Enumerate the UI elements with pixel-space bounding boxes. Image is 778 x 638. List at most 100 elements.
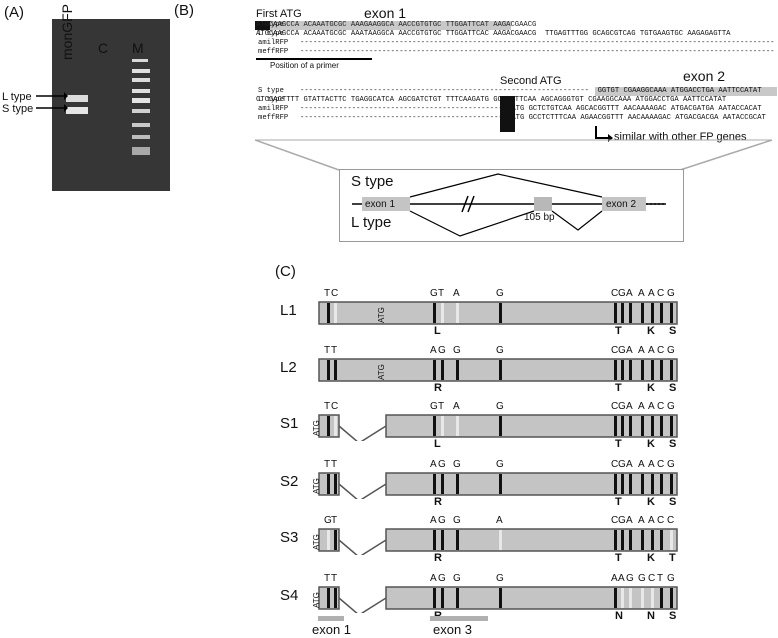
nucleotide-label: T bbox=[657, 573, 664, 584]
band-label-s-type: S type bbox=[2, 103, 34, 115]
nucleotide-label: G bbox=[453, 345, 461, 356]
variant-mark bbox=[629, 303, 632, 323]
amino-acid-label: N bbox=[615, 610, 623, 622]
primer-line bbox=[256, 58, 372, 60]
nucleotide-label: G bbox=[438, 573, 446, 584]
nucleotide-label: G bbox=[496, 573, 504, 584]
second-atg-label: Second ATG bbox=[500, 75, 562, 87]
nucleotide-label: T bbox=[331, 345, 338, 356]
s-type-splice bbox=[409, 173, 603, 198]
variant-mark bbox=[441, 588, 444, 608]
transcript-bar bbox=[318, 358, 678, 382]
transcript-s3 bbox=[318, 528, 678, 555]
variant-mark bbox=[334, 588, 337, 608]
splice-junction bbox=[338, 597, 387, 613]
nucleotide-label: G bbox=[496, 345, 504, 356]
seq-name-s2: S type bbox=[258, 87, 284, 95]
inset-exon1: exon 1 bbox=[365, 199, 396, 210]
nucleotide-label: T bbox=[324, 573, 331, 584]
variant-mark bbox=[433, 303, 436, 323]
nucleotide-label: C bbox=[611, 515, 619, 526]
seq-block1-s: ATGCAAGCCA ACAAATGCGC AAAGAAGGCA AACCGTG… bbox=[256, 21, 537, 29]
transcript-bar bbox=[318, 301, 678, 325]
variant-mark bbox=[614, 474, 617, 494]
variant-mark bbox=[441, 303, 444, 323]
variant-mark bbox=[629, 530, 632, 550]
exon-105bp-box bbox=[534, 197, 552, 211]
variant-mark bbox=[334, 303, 337, 323]
nucleotide-label: G bbox=[496, 401, 504, 412]
gel-band-l-type bbox=[66, 95, 88, 102]
nucleotide-label: A bbox=[430, 573, 437, 584]
inset-s-type: S type bbox=[351, 173, 394, 190]
variant-mark bbox=[441, 416, 444, 436]
variant-mark bbox=[670, 416, 673, 436]
exon1-label: exon 1 bbox=[364, 5, 407, 21]
nucleotide-label: C bbox=[648, 573, 656, 584]
nucleotide-label: G bbox=[618, 459, 626, 470]
atg-label: ATG bbox=[377, 307, 386, 323]
amino-acid-label: T bbox=[615, 496, 622, 508]
nucleotide-label: G bbox=[496, 459, 504, 470]
transcript-s1 bbox=[318, 414, 678, 441]
marker-band bbox=[132, 59, 148, 62]
track-name: L2 bbox=[280, 359, 297, 376]
variant-mark bbox=[614, 416, 617, 436]
track-name: S3 bbox=[280, 529, 299, 546]
variant-mark bbox=[456, 588, 459, 608]
exon-segment bbox=[385, 472, 678, 496]
variant-mark bbox=[660, 474, 663, 494]
inset-exon2: exon 2 bbox=[606, 199, 637, 210]
exon-legend-bars bbox=[318, 616, 488, 621]
seq-block2-s: ----------------------------------------… bbox=[300, 87, 762, 95]
variant-mark bbox=[621, 474, 624, 494]
nucleotide-label: G bbox=[453, 459, 461, 470]
transcript-s2 bbox=[318, 472, 678, 499]
nucleotide-label: A bbox=[453, 401, 460, 412]
nucleotide-label: T bbox=[324, 459, 331, 470]
seq-block2-l: CTCGACTTTT GTATTACTTC TGAGGCATCA AGCGATC… bbox=[256, 96, 727, 104]
amino-acid-label: S bbox=[669, 325, 677, 337]
nucleotide-label: A bbox=[496, 515, 503, 526]
nucleotide-label: G bbox=[496, 288, 504, 299]
marker-band bbox=[132, 123, 150, 127]
exon-segment bbox=[385, 528, 678, 552]
variant-mark bbox=[670, 588, 673, 608]
amino-acid-label: N bbox=[647, 610, 655, 622]
variant-mark bbox=[441, 360, 444, 380]
nucleotide-label: A bbox=[611, 573, 618, 584]
amino-acid-label: L bbox=[434, 438, 441, 450]
nucleotide-label: C bbox=[611, 401, 619, 412]
nucleotide-label: A bbox=[638, 288, 645, 299]
seq-block2-meff: ----------------------------------------… bbox=[300, 114, 766, 122]
variant-mark bbox=[651, 588, 654, 608]
nucleotide-label: C bbox=[657, 515, 665, 526]
nucleotide-label: A bbox=[430, 459, 437, 470]
nucleotide-label: A bbox=[648, 345, 655, 356]
splice-junction bbox=[338, 539, 387, 555]
amino-acid-label: T bbox=[615, 325, 622, 337]
seq-name-l: L type bbox=[258, 30, 284, 38]
legend-exon1: exon 1 bbox=[312, 622, 352, 637]
marker-band bbox=[132, 109, 150, 113]
atg-label: ATG bbox=[312, 534, 321, 550]
nucleotide-label: T bbox=[438, 401, 445, 412]
nucleotide-label: C bbox=[331, 288, 339, 299]
first-atg-box bbox=[255, 21, 270, 30]
variant-mark bbox=[621, 530, 624, 550]
variant-mark bbox=[660, 360, 663, 380]
variant-mark bbox=[456, 416, 459, 436]
panel-a-label: (A) bbox=[4, 4, 24, 21]
exon-segment bbox=[385, 586, 678, 610]
variant-mark bbox=[499, 530, 502, 550]
nucleotide-label: G bbox=[618, 288, 626, 299]
nucleotide-label: C bbox=[657, 288, 665, 299]
variant-mark bbox=[614, 303, 617, 323]
nucleotide-label: C bbox=[611, 345, 619, 356]
nucleotide-label: A bbox=[626, 515, 633, 526]
nucleotide-label: G bbox=[438, 459, 446, 470]
amino-acid-label: R bbox=[434, 496, 442, 508]
variant-mark bbox=[629, 474, 632, 494]
variant-mark bbox=[651, 360, 654, 380]
seq-name-amil: amilRFP bbox=[258, 39, 289, 47]
